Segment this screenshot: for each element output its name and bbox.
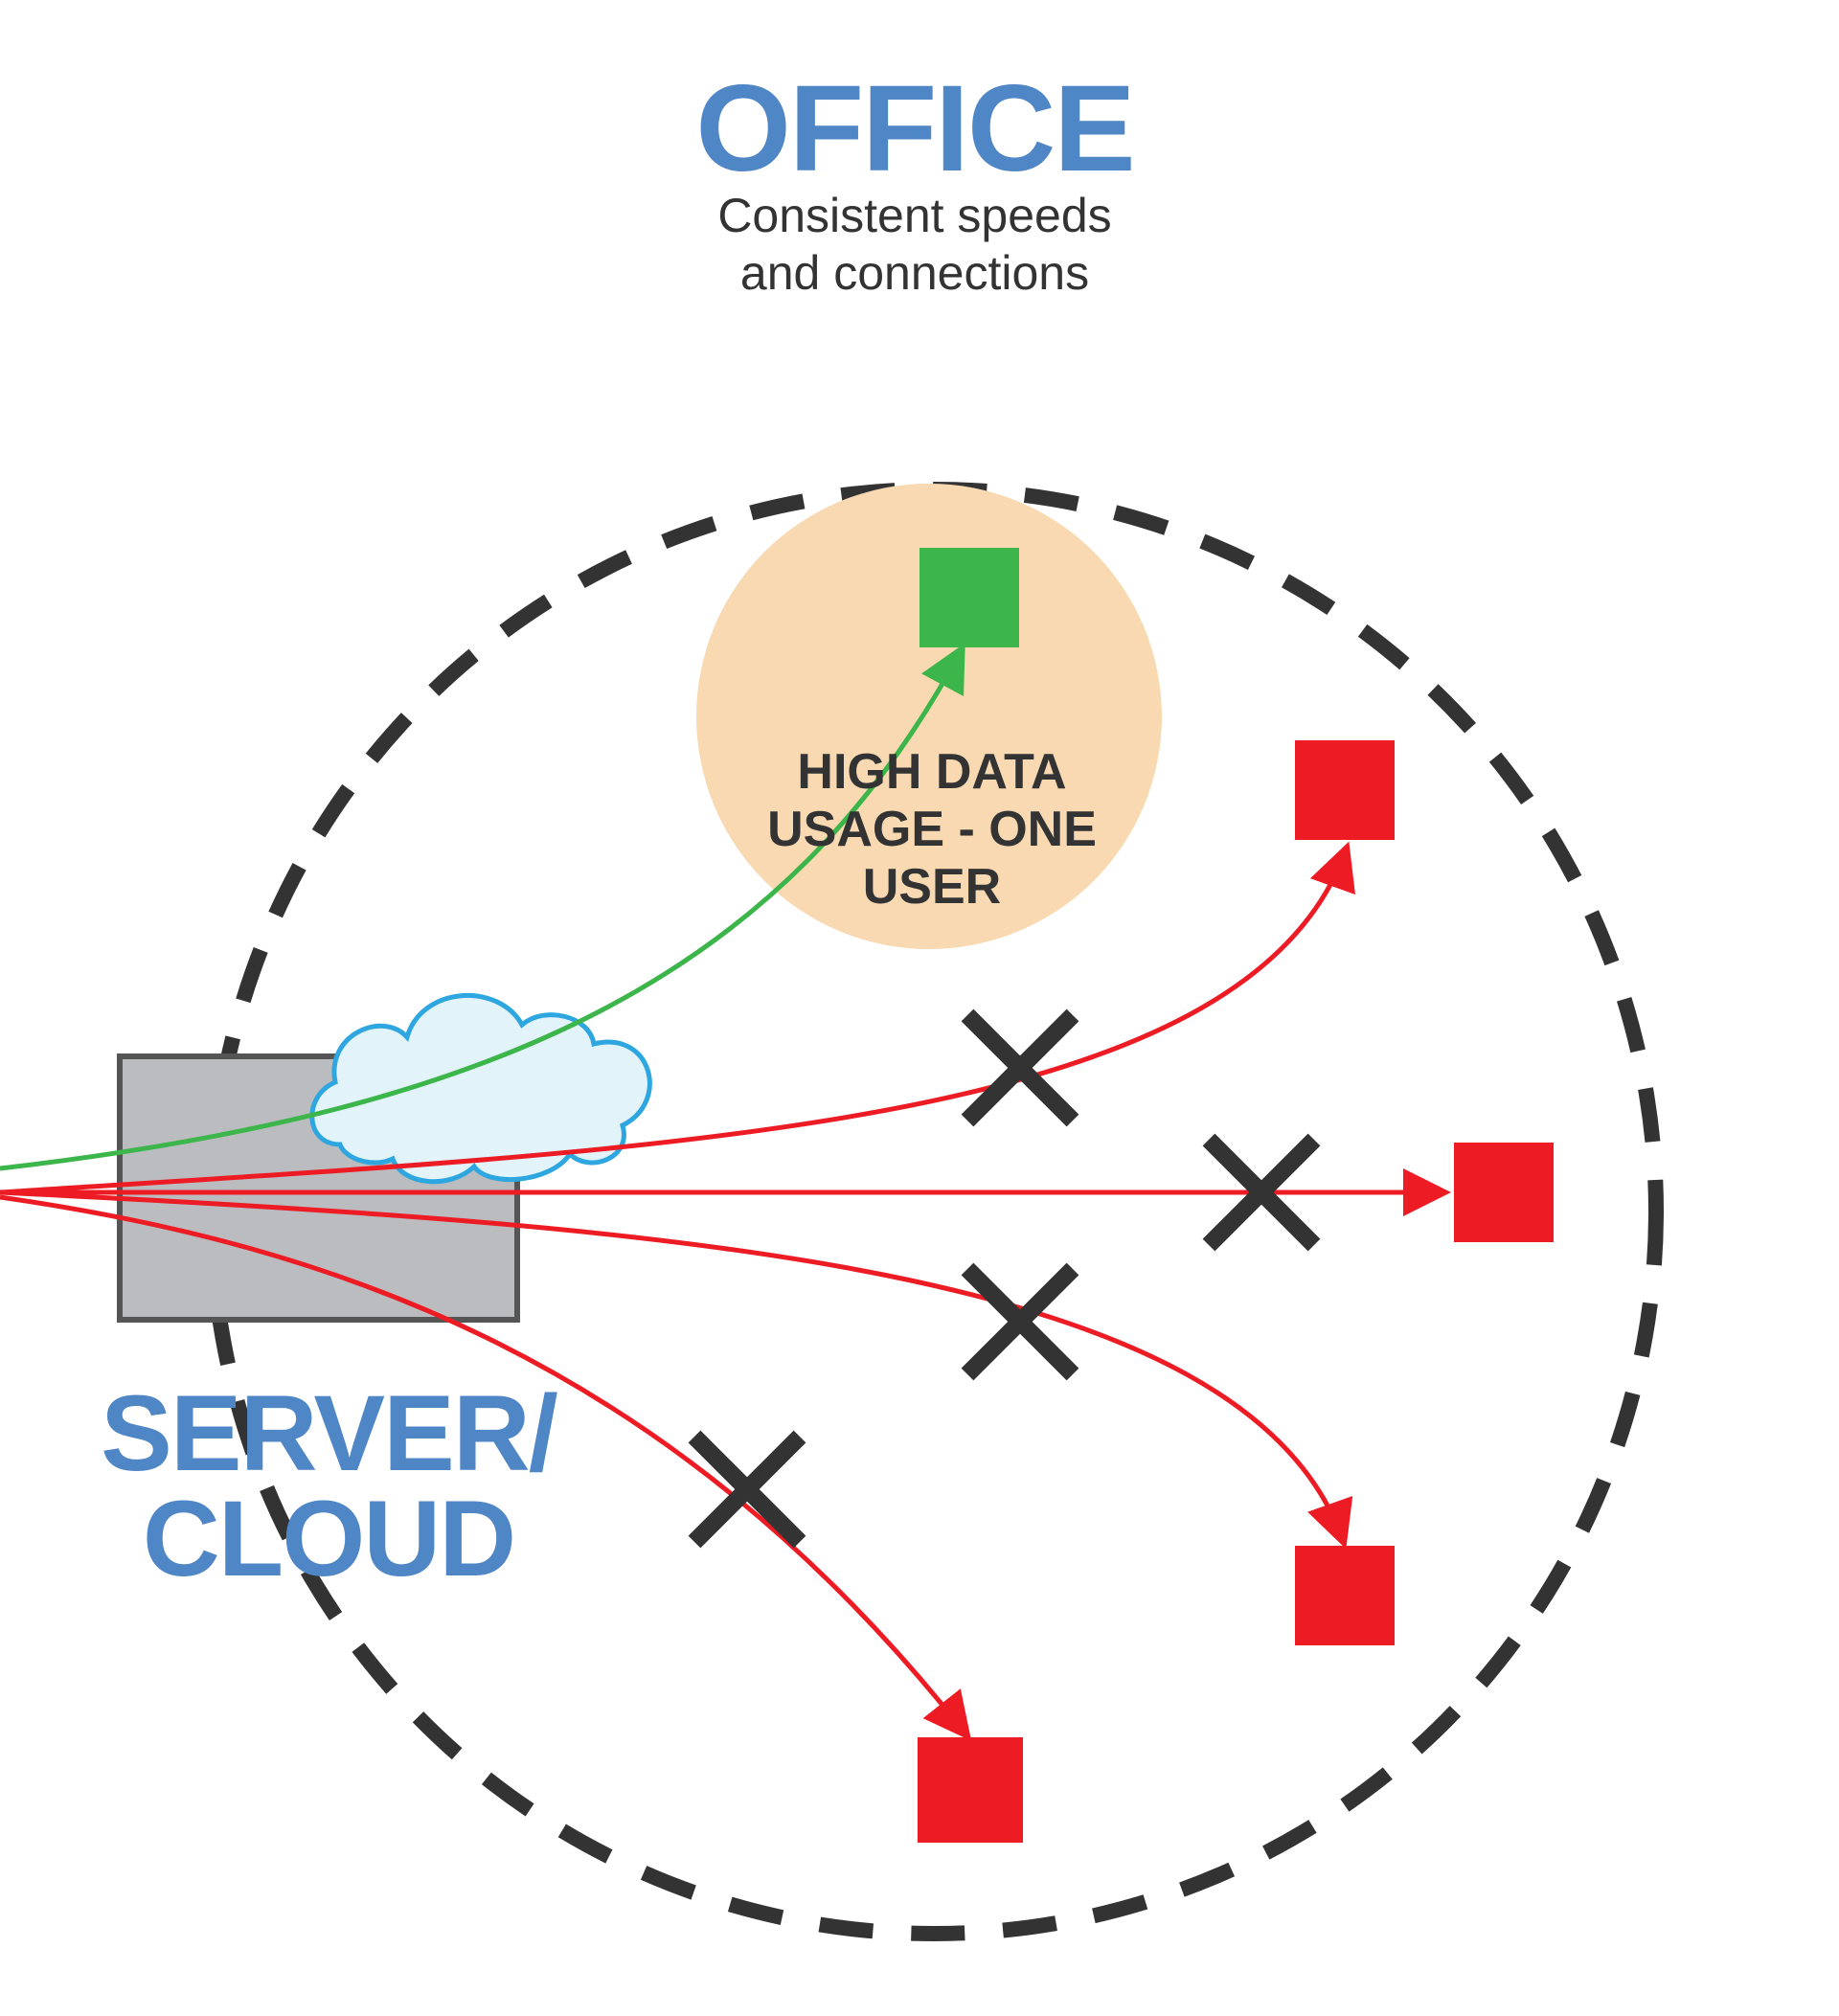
user-device-red	[1454, 1143, 1554, 1242]
office-title: OFFICE	[695, 60, 1133, 197]
server-label-line-2: CLOUD	[143, 1479, 514, 1598]
user-device-red	[1295, 1546, 1395, 1645]
user-device-green	[920, 548, 1019, 647]
high-usage-label-line-2: USAGE - ONE	[767, 802, 1097, 857]
connection-green	[0, 643, 965, 1171]
connection-red-lower	[0, 1189, 1353, 1550]
x-mark-icon	[961, 1008, 1079, 1127]
x-mark-icon	[1202, 1133, 1321, 1252]
high-usage-label-line-1: HIGH DATA	[797, 744, 1066, 800]
connection-red-bottom	[0, 1194, 972, 1741]
x-mark-icon	[688, 1430, 806, 1549]
connection-red-upper	[0, 841, 1355, 1195]
high-usage-label-line-3: USER	[863, 859, 1001, 915]
server-label-line-1: SERVER/	[101, 1373, 558, 1493]
office-subtitle-line-2: and connections	[740, 246, 1089, 300]
user-device-red	[1295, 740, 1395, 840]
office-subtitle-line-1: Consistent speeds	[717, 189, 1111, 242]
high-usage-bubble	[696, 484, 1162, 949]
x-mark-icon	[961, 1262, 1079, 1381]
cloud-icon	[309, 993, 652, 1185]
user-device-red	[918, 1737, 1023, 1843]
